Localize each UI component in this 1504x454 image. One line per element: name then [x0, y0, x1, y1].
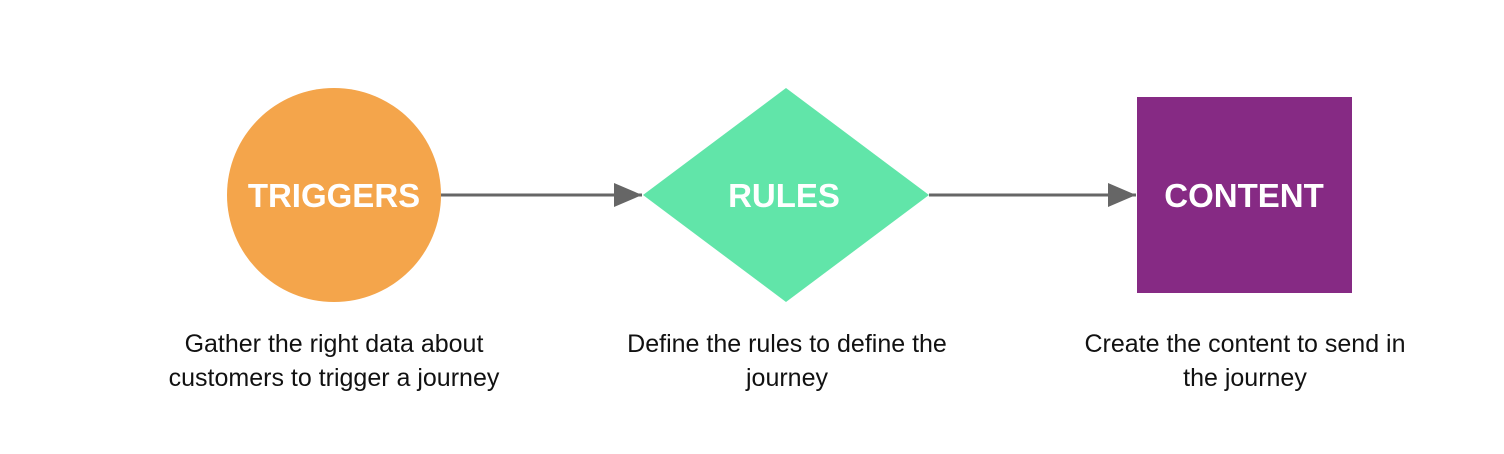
arrowhead-rules-to-content: [1108, 183, 1136, 207]
triggers-caption: Gather the right data about customers to…: [124, 327, 544, 395]
triggers-caption-line-1: Gather the right data about: [184, 330, 484, 358]
rules-node: [643, 88, 929, 302]
content-caption-line-2: the journey: [1183, 364, 1307, 392]
triggers-caption-line-2: customers to trigger a journey: [168, 364, 500, 392]
arrowhead-triggers-to-rules: [614, 183, 642, 207]
triggers-node: [227, 88, 441, 302]
content-caption: Create the content to send in the journe…: [1035, 327, 1455, 395]
content-label: CONTENT: [1164, 177, 1324, 214]
triggers-label: TRIGGERS: [248, 177, 420, 214]
rules-label: RULES: [728, 177, 840, 214]
rules-caption-line-2: journey: [746, 364, 828, 392]
rules-caption: Define the rules to define the journey: [577, 327, 997, 395]
content-node: [1137, 97, 1352, 293]
rules-caption-line-1: Define the rules to define the: [627, 330, 947, 358]
content-caption-line-1: Create the content to send in: [1084, 330, 1406, 358]
